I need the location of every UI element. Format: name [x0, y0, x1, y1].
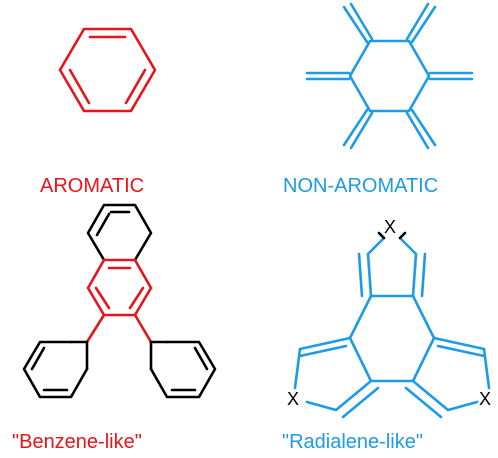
triphenylene-outer-rings — [22, 203, 217, 399]
heteroatom-label-right: X — [479, 389, 491, 409]
heteroatom-label-top: X — [384, 217, 396, 237]
triphenylene-fusion-bonds — [69, 340, 169, 371]
radialene-structure — [305, 2, 474, 150]
aromatic-label: AROMATIC — [40, 175, 144, 197]
radialene-like-label: "Radialene-like" — [282, 431, 423, 453]
triphenylene-central-ring — [85, 258, 153, 344]
benzene-structure — [58, 27, 157, 113]
benzene-like-label: "Benzene-like" — [12, 431, 142, 453]
non-aromatic-label: NON-AROMATIC — [283, 175, 438, 197]
heteroatom-bonds — [377, 231, 407, 240]
radialene-like-structure — [293, 236, 491, 419]
heteroatom-label-left: X — [287, 389, 299, 409]
